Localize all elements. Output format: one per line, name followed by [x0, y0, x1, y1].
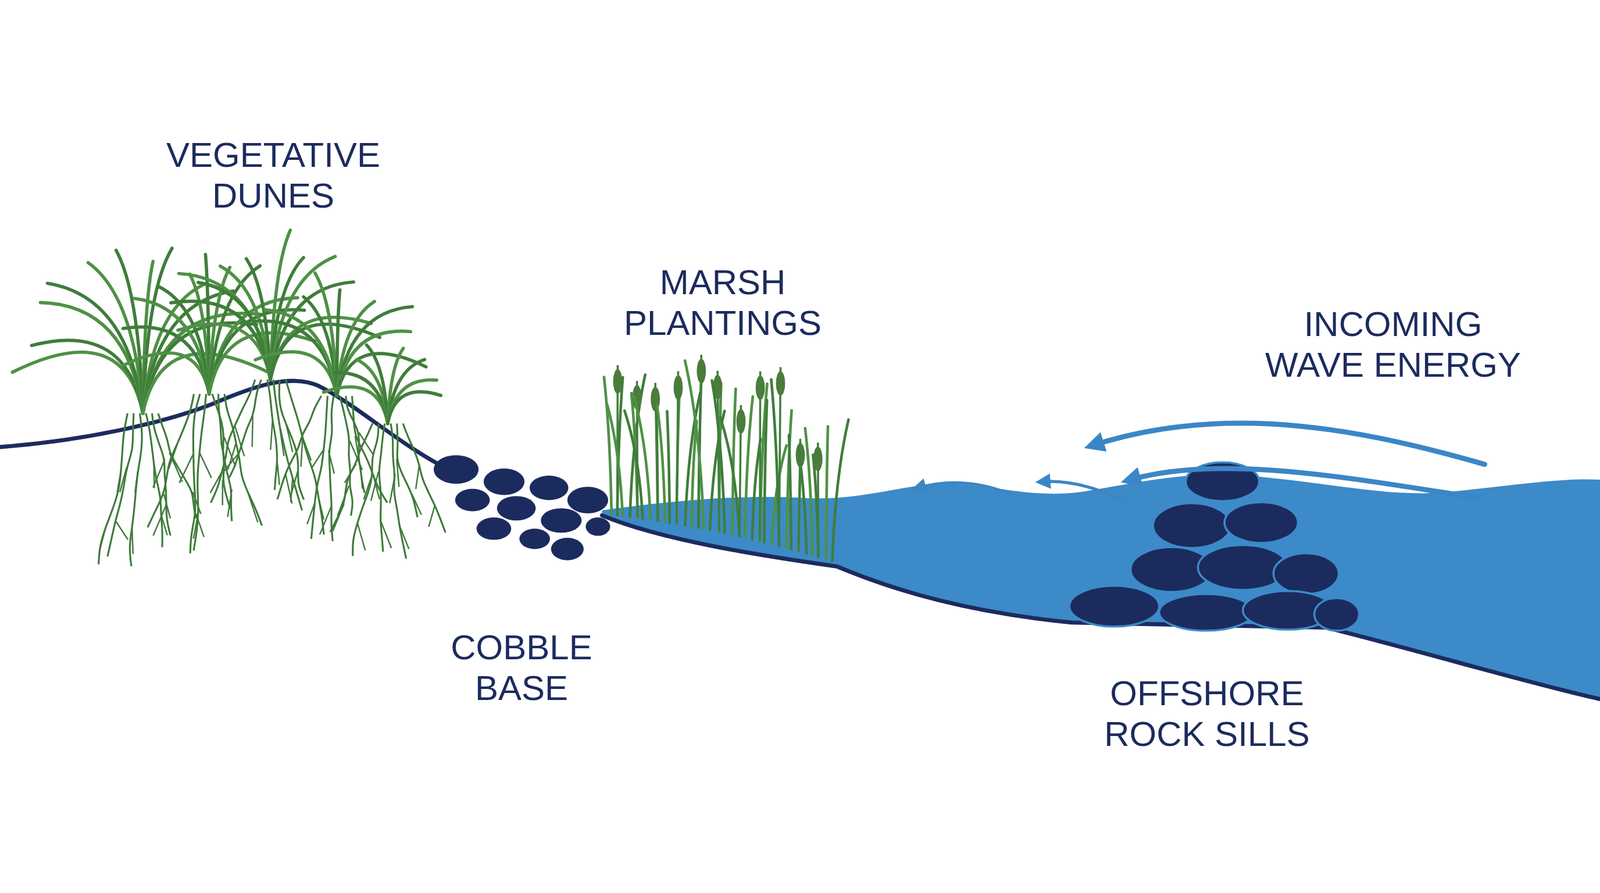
ground-profile: [602, 515, 1600, 699]
cobble-base: [433, 455, 611, 561]
part-label: COBBLE BASE: [434, 627, 609, 709]
label-box: MARSH PLANTINGS: [600, 262, 845, 344]
water: [602, 474, 1600, 699]
label-box: INCOMING WAVE ENERGY: [1256, 304, 1530, 386]
label-box: COBBLE BASE: [434, 627, 609, 709]
dune-grass: [12, 230, 446, 567]
rock-sill: [1069, 462, 1359, 631]
part-label: VEGETATIVE DUNES: [145, 134, 402, 217]
part-label: MARSH PLANTINGS: [600, 262, 845, 344]
part-label: INCOMING WAVE ENERGY: [1256, 304, 1530, 386]
part-label: OFFSHORE ROCK SILLS: [1090, 673, 1324, 755]
wave-arrows: [918, 423, 1485, 503]
label-box: VEGETATIVE DUNES: [145, 134, 402, 217]
label-box: OFFSHORE ROCK SILLS: [1090, 673, 1324, 755]
marsh-reeds: [604, 354, 849, 562]
